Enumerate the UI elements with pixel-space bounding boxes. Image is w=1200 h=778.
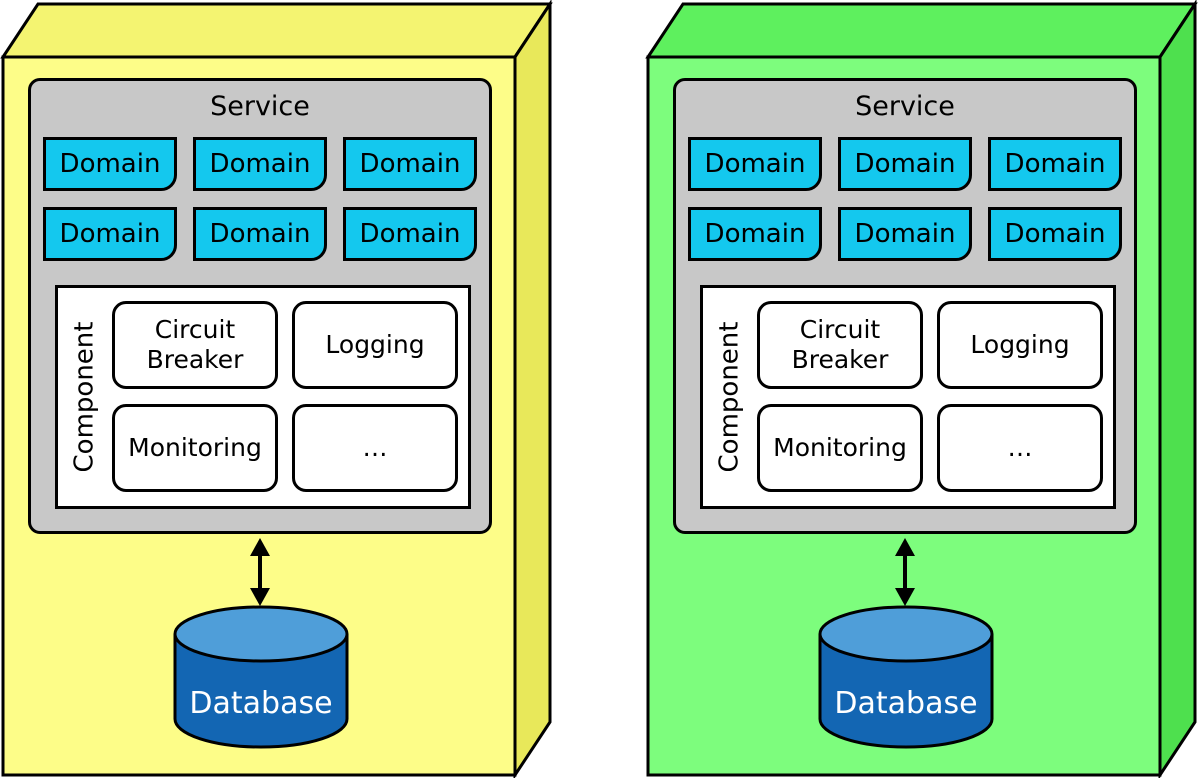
service-title: Service: [210, 91, 310, 122]
domain-box: Domain: [343, 137, 477, 191]
monitoring-box: Monitoring: [757, 404, 923, 492]
domain-box: Domain: [343, 207, 477, 261]
component-panel: Component Circuit Breaker Logging Monito…: [55, 285, 471, 509]
database-cylinder-icon: [818, 605, 994, 749]
logging-box: Logging: [292, 301, 458, 389]
component-label-text: Component: [714, 321, 745, 473]
domain-box: Domain: [838, 207, 972, 261]
component-label: Component: [64, 288, 104, 506]
service-panel: Service Domain Domain Domain Domain Doma…: [673, 78, 1137, 534]
database-label: Database: [834, 686, 978, 721]
domain-box: Domain: [838, 137, 972, 191]
database-cylinder-icon: [173, 605, 349, 749]
service-title: Service: [855, 91, 955, 122]
domain-box: Domain: [43, 137, 177, 191]
domain-box: Domain: [193, 207, 327, 261]
domain-box: Domain: [193, 137, 327, 191]
domain-box: Domain: [988, 137, 1122, 191]
left-service-box: Service Domain Domain Domain Domain Doma…: [0, 0, 560, 778]
right-box-top: [645, 2, 1198, 59]
logging-box: Logging: [937, 301, 1103, 389]
domain-box: Domain: [688, 207, 822, 261]
database-label: Database: [189, 686, 333, 721]
left-box-top: [0, 2, 553, 59]
service-panel: Service Domain Domain Domain Domain Doma…: [28, 78, 492, 534]
domain-box: Domain: [988, 207, 1122, 261]
double-arrow-icon: [250, 538, 270, 606]
domain-box: Domain: [43, 207, 177, 261]
left-box-side: [513, 0, 552, 778]
circuit-breaker-box: Circuit Breaker: [112, 301, 278, 389]
component-panel: Component Circuit Breaker Logging Monito…: [700, 285, 1116, 509]
component-label: Component: [709, 288, 749, 506]
right-service-box: Service Domain Domain Domain Domain Doma…: [645, 0, 1200, 778]
more-components-box: …: [937, 404, 1103, 492]
domain-box: Domain: [688, 137, 822, 191]
component-label-text: Component: [69, 321, 100, 473]
double-arrow-icon: [895, 538, 915, 606]
monitoring-box: Monitoring: [112, 404, 278, 492]
right-box-side: [1158, 0, 1197, 778]
more-components-box: …: [292, 404, 458, 492]
circuit-breaker-box: Circuit Breaker: [757, 301, 923, 389]
